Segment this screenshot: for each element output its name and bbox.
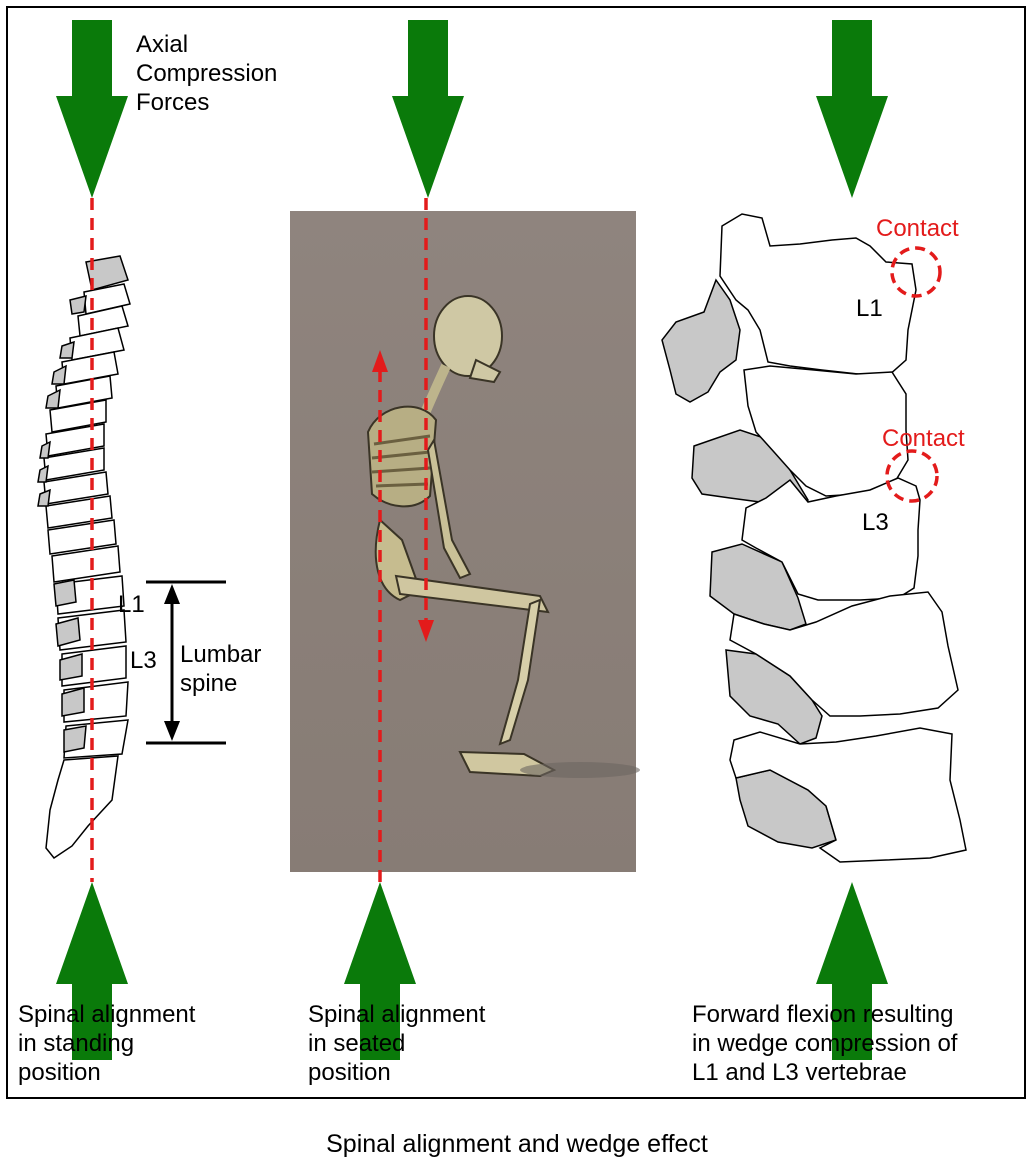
seated-head-arrowhead bbox=[418, 620, 434, 642]
caption-seated: Spinal alignment in seated position bbox=[308, 1000, 485, 1087]
axial-forces-label: Axial Compression Forces bbox=[136, 30, 277, 117]
force-arrow-top-center bbox=[392, 20, 464, 198]
force-arrow-top-left bbox=[56, 20, 128, 198]
contact-label-bottom: Contact bbox=[882, 424, 965, 453]
bracket-arrowhead-bottom bbox=[164, 721, 180, 741]
force-arrow-top-right bbox=[816, 20, 888, 198]
l1-label-left: L1 bbox=[118, 590, 145, 619]
seated-shadow bbox=[520, 762, 640, 778]
l1-label-right: L1 bbox=[856, 294, 883, 323]
standing-spine bbox=[38, 256, 130, 858]
flexed-vertebrae bbox=[662, 214, 966, 862]
caption-standing: Spinal alignment in standing position bbox=[18, 1000, 195, 1087]
l3-label-right: L3 bbox=[862, 508, 889, 537]
seated-skeleton bbox=[368, 296, 554, 776]
seated-base-arrowhead bbox=[372, 350, 388, 372]
figure-caption: Spinal alignment and wedge effect bbox=[0, 1130, 1034, 1159]
l3-label-left: L3 bbox=[130, 646, 157, 675]
contact-label-top: Contact bbox=[876, 214, 959, 243]
lumbar-spine-label: Lumbar spine bbox=[180, 640, 261, 698]
bracket-arrowhead-top bbox=[164, 584, 180, 604]
caption-flexion: Forward flexion resulting in wedge compr… bbox=[692, 1000, 957, 1087]
